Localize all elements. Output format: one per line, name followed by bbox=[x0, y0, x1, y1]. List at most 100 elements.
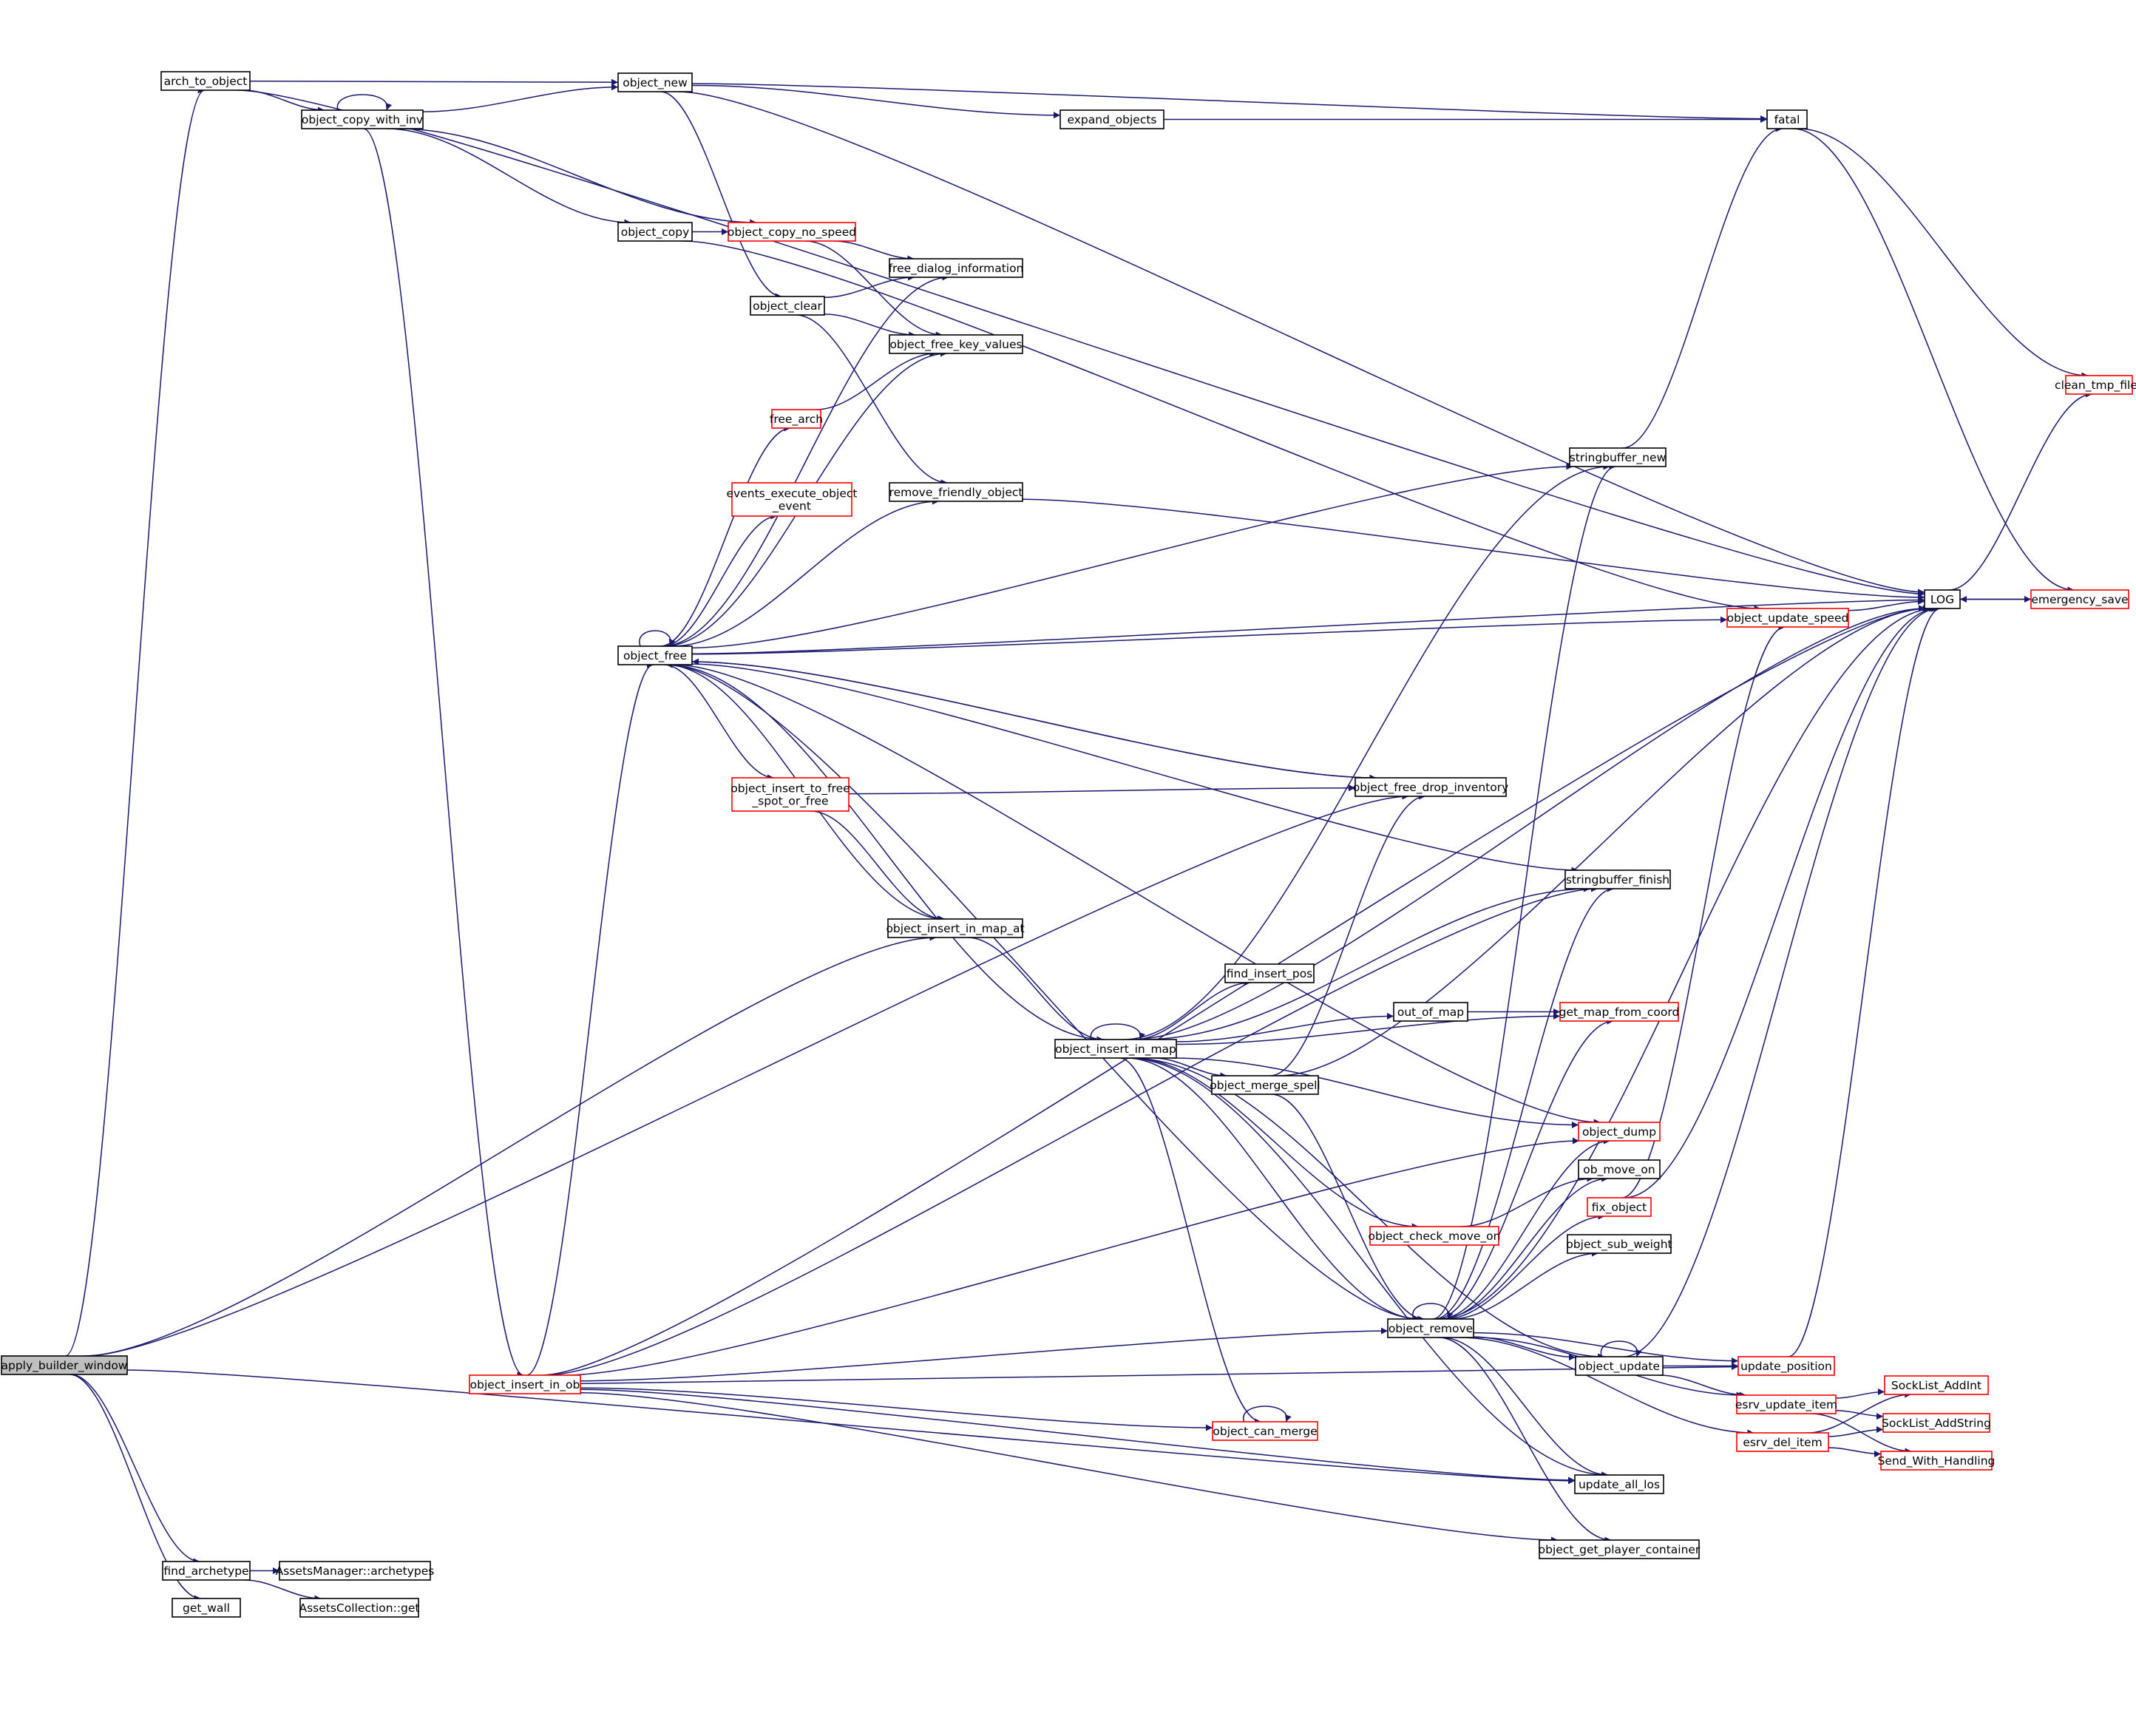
node-label: object_insert_to_free bbox=[730, 782, 850, 796]
edge-object_remove-to-update_all_los bbox=[1442, 1337, 1608, 1479]
edge-object_copy_no_speed-to-object_free_key_values bbox=[805, 240, 943, 339]
node-find-insert-pos[interactable]: find_insert_pos bbox=[1224, 963, 1315, 983]
edge-object_copy_with_inv-to-object_insert_in_ob bbox=[363, 128, 524, 1379]
node-get-map-from-coord[interactable]: get_map_from_coord bbox=[1559, 1002, 1680, 1022]
node-object-insert-in-map[interactable]: object_insert_in_map bbox=[1054, 1039, 1177, 1059]
node-stringbuffer-new[interactable]: stringbuffer_new bbox=[1569, 447, 1667, 467]
node-send-with-handling[interactable]: Send_With_Handling bbox=[1878, 1451, 1996, 1471]
node-label: expand_objects bbox=[1067, 113, 1156, 127]
node-apply-builder-window[interactable]: apply_builder_window bbox=[1, 1355, 128, 1375]
node-label: SockList_AddInt bbox=[1891, 1379, 1981, 1393]
node-box bbox=[1569, 447, 1667, 467]
node-box bbox=[1884, 1375, 1989, 1395]
node-object-insert-to-free-spot-or-free[interactable]: object_insert_to_free_spot_or_free bbox=[730, 777, 850, 812]
node-socklist-addstring[interactable]: SockList_AddString bbox=[1882, 1413, 1991, 1433]
node-label: object_clear bbox=[753, 299, 822, 313]
node-box bbox=[1369, 1226, 1499, 1246]
node-esrv-del-item[interactable]: esrv_del_item bbox=[1736, 1432, 1829, 1452]
edge-object_clear-to-free_dialog_information bbox=[824, 274, 915, 299]
edge-object_update-to-LOG bbox=[1623, 605, 1939, 1357]
edge-object_new-to-LOG bbox=[678, 91, 1925, 596]
edge-object_insert_in_map-to-object_insert_in_map bbox=[1090, 1023, 1146, 1040]
node-get-wall[interactable]: get_wall bbox=[172, 1598, 241, 1618]
node-box bbox=[1355, 777, 1507, 797]
node-update-all-los[interactable]: update_all_los bbox=[1574, 1474, 1664, 1494]
node-label: object_merge_spell bbox=[1210, 1079, 1320, 1093]
node-assetscollection-get[interactable]: AssetsCollection::get bbox=[299, 1598, 420, 1618]
node-events-execute-object-event[interactable]: events_execute_object_event bbox=[727, 482, 858, 517]
edge-object_insert_in_map-to-object_update bbox=[1130, 1057, 1605, 1360]
node-fix-object[interactable]: fix_object bbox=[1587, 1197, 1652, 1217]
node-update-position[interactable]: update_position bbox=[1737, 1356, 1835, 1376]
node-stringbuffer-finish[interactable]: stringbuffer_finish bbox=[1564, 869, 1671, 889]
node-object-copy-with-inv[interactable]: object_copy_with_inv bbox=[301, 109, 424, 129]
edge-layer bbox=[65, 78, 2092, 1602]
edge-object_insert_to_free_spot_or_free-to-object_free_drop_inventory bbox=[848, 784, 1356, 795]
node-box bbox=[771, 409, 821, 429]
node-object-merge-spell[interactable]: object_merge_spell bbox=[1210, 1075, 1320, 1095]
node-object-update-speed[interactable]: object_update_speed bbox=[1726, 608, 1849, 628]
node-arch-to-object[interactable]: arch_to_object bbox=[160, 71, 251, 91]
edge-object_free-to-stringbuffer_new bbox=[691, 463, 1573, 648]
node-box bbox=[889, 482, 1023, 502]
node-clean-tmp-files[interactable]: clean_tmp_files bbox=[2055, 375, 2136, 395]
node-object-copy[interactable]: object_copy bbox=[617, 222, 693, 242]
node-box bbox=[1059, 109, 1164, 129]
edge-LOG-to-clean_tmp_files bbox=[1949, 390, 2092, 591]
edge-object_insert_in_ob-to-object_dump bbox=[565, 1137, 1579, 1376]
node-esrv-update-item[interactable]: esrv_update_item bbox=[1735, 1394, 1837, 1414]
node-label: _event bbox=[772, 500, 811, 514]
node-label: out_of_map bbox=[1397, 1006, 1464, 1020]
edge-esrv_update_item-to-SockList_AddInt bbox=[1835, 1389, 1885, 1399]
node-box bbox=[617, 72, 693, 92]
node-box bbox=[1387, 1318, 1474, 1338]
edge-arch_to_object-to-object_new bbox=[249, 78, 619, 86]
node-emergency-save[interactable]: emergency_save bbox=[2030, 589, 2129, 609]
edge-object_insert_in_map-to-object_free bbox=[665, 661, 1105, 1040]
node-label: esrv_update_item bbox=[1735, 1398, 1837, 1412]
node-free-arch[interactable]: free_arch bbox=[770, 409, 823, 429]
edge-object_insert_in_ob-to-object_free bbox=[526, 661, 654, 1376]
edge-object_insert_in_map-to-stringbuffer_finish bbox=[1143, 885, 1590, 1040]
node-object-insert-in-map-at[interactable]: object_insert_in_map_at bbox=[886, 918, 1025, 938]
node-box bbox=[889, 334, 1023, 354]
node-object-free-drop-inventory[interactable]: object_free_drop_inventory bbox=[1353, 777, 1509, 797]
node-object-dump[interactable]: object_dump bbox=[1578, 1122, 1661, 1142]
node-ob-move-on[interactable]: ob_move_on bbox=[1578, 1159, 1661, 1179]
node-object-update[interactable]: object_update bbox=[1575, 1356, 1664, 1376]
node-object-insert-in-ob[interactable]: object_insert_in_ob bbox=[469, 1374, 581, 1394]
node-box bbox=[1924, 589, 1961, 609]
node-object-sub-weight[interactable]: object_sub_weight bbox=[1566, 1234, 1672, 1254]
node-fatal[interactable]: fatal bbox=[1766, 109, 1808, 129]
node-object-clear[interactable]: object_clear bbox=[750, 296, 825, 316]
node-object-get-player-container[interactable]: object_get_player_container bbox=[1539, 1539, 1701, 1559]
node-object-remove[interactable]: object_remove bbox=[1387, 1318, 1474, 1338]
edge-object_free-to-object_insert_to_free_spot_or_free bbox=[664, 664, 775, 781]
node-expand-objects[interactable]: expand_objects bbox=[1059, 109, 1164, 129]
edge-object_insert_in_map-to-object_can_merge bbox=[1119, 1057, 1262, 1425]
node-assetsmanager-archetypes[interactable]: AssetsManager::archetypes bbox=[276, 1561, 435, 1581]
node-object-check-move-on[interactable]: object_check_move_on bbox=[1369, 1226, 1501, 1246]
edge-fatal-to-clean_tmp_files bbox=[1797, 128, 2089, 379]
node-out-of-map[interactable]: out_of_map bbox=[1393, 1002, 1468, 1022]
edge-object_update-to-object_update bbox=[1600, 1340, 1642, 1357]
node-label: stringbuffer_new bbox=[1570, 451, 1667, 465]
node-label: object_free_key_values bbox=[889, 338, 1022, 352]
node-object-copy-no-speed[interactable]: object_copy_no_speed bbox=[728, 222, 856, 242]
node-free-dialog-information[interactable]: free_dialog_information bbox=[889, 258, 1024, 278]
node-find-archetype[interactable]: find_archetype bbox=[162, 1561, 251, 1581]
edge-object_remove-to-fix_object bbox=[1445, 1213, 1605, 1320]
node-socklist-addint[interactable]: SockList_AddInt bbox=[1884, 1375, 1989, 1395]
node-remove-friendly-object[interactable]: remove_friendly_object bbox=[889, 482, 1023, 502]
node-box bbox=[1574, 1474, 1664, 1494]
node-box bbox=[1882, 1413, 1990, 1433]
node-log[interactable]: LOG bbox=[1924, 589, 1961, 609]
edge-apply_builder_window-to-arch_to_object bbox=[65, 87, 205, 1357]
node-object-new[interactable]: object_new bbox=[617, 72, 693, 92]
node-object-free[interactable]: object_free bbox=[617, 645, 693, 665]
node-object-can-merge[interactable]: object_can_merge bbox=[1212, 1421, 1318, 1441]
edge-object_free-to-object_update_speed bbox=[691, 616, 1728, 655]
node-box bbox=[2065, 375, 2133, 395]
node-object-free-key-values[interactable]: object_free_key_values bbox=[889, 334, 1023, 354]
edge-object_remove-to-object_get_player_container bbox=[1438, 1337, 1612, 1544]
